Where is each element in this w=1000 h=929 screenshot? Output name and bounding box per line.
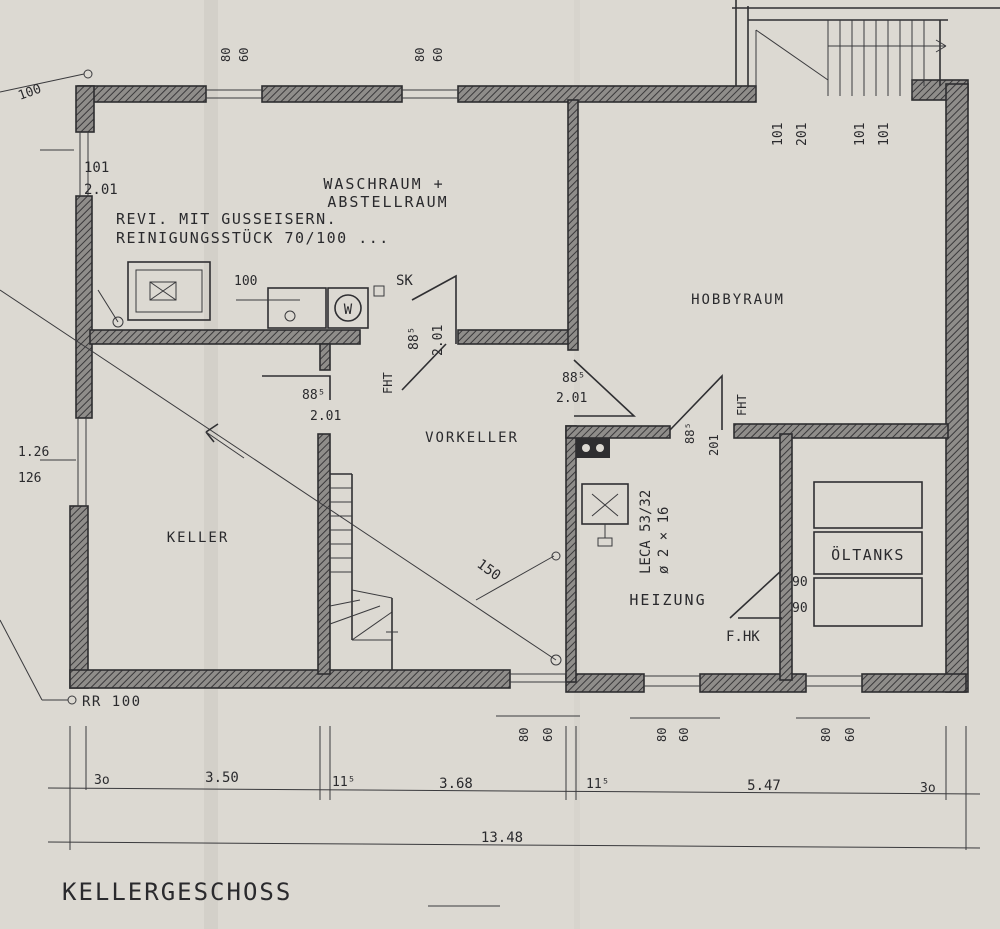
boiler-pipe-label: ø 2 × 16 xyxy=(656,507,672,574)
shaft-box xyxy=(127,261,211,321)
wall-int-hobby-bottom xyxy=(733,423,949,439)
window-left2-b: 126 xyxy=(18,471,41,486)
vorkeller-label: VORKELLER xyxy=(425,430,519,446)
dim-keller-width: 3.50 xyxy=(205,770,239,786)
window-bottom2-a: 80 xyxy=(655,728,669,742)
door4-type: FHT xyxy=(735,394,749,416)
dim-inner-wall-1: 11⁵ xyxy=(332,775,355,790)
window-top1-b: 60 xyxy=(237,48,251,62)
wall-bottom-4 xyxy=(861,673,967,693)
wall-top-3 xyxy=(457,85,757,103)
dim-inner-wall-2: 11⁵ xyxy=(586,777,609,792)
washer-label: W xyxy=(344,302,353,318)
window-left1-a: 101 xyxy=(84,160,109,176)
section-line xyxy=(0,69,562,705)
dimension-lines xyxy=(40,149,981,907)
window-bottom3-a: 80 xyxy=(819,728,833,742)
door1-height: 2.01 xyxy=(431,325,446,356)
window-top1-a: 80 xyxy=(219,48,233,62)
wall-int-wasch-bottom-2 xyxy=(457,329,577,345)
washing-machine xyxy=(327,287,369,329)
wall-right xyxy=(945,83,969,693)
oil-tanks xyxy=(813,481,923,627)
door3-height: 2.01 xyxy=(556,391,587,406)
boiler-label: LECA 53/32 xyxy=(638,490,654,574)
wall-left-2 xyxy=(75,195,93,419)
window-top2-b: 60 xyxy=(431,48,445,62)
washroom-fixtures: W xyxy=(97,261,385,329)
stair-door-c: 101 xyxy=(853,123,868,146)
dim-wall-left: 3o xyxy=(94,773,110,788)
abstellraum-label: ABSTELLRAUM xyxy=(327,193,448,211)
stair-door-b: 201 xyxy=(795,123,810,146)
revi-note-line1: REVI. MIT GUSSEISERN. xyxy=(116,210,337,228)
door4-height: 201 xyxy=(707,434,721,456)
wall-top-2 xyxy=(261,85,403,103)
exterior-stair xyxy=(732,0,1000,100)
paper-fold xyxy=(204,0,218,929)
walls xyxy=(69,79,969,693)
stair-door-d: 101 xyxy=(877,123,892,146)
drain-label: RR 100 xyxy=(82,694,142,710)
stair-length-label: 150 xyxy=(474,556,504,584)
wall-int-heizung-top xyxy=(565,425,671,439)
window-top2-a: 80 xyxy=(413,48,427,62)
door-swings xyxy=(262,274,783,619)
interior-stair xyxy=(329,473,398,670)
wall-bottom-2 xyxy=(565,673,645,693)
dim-vorkeller-width: 3.68 xyxy=(439,776,473,792)
door4-width: 88⁵ xyxy=(683,422,697,444)
wall-int-v1 xyxy=(567,99,579,351)
plan-title: KELLERGESCHOSS xyxy=(62,878,292,906)
window-bottom3-b: 60 xyxy=(843,728,857,742)
dim-east-width: 5.47 xyxy=(747,778,781,794)
wall-top-1 xyxy=(77,85,207,103)
oeltanks-label: ÖLTANKS xyxy=(831,545,905,564)
window-left2-a: 1.26 xyxy=(18,445,49,460)
dim-total: 13.48 xyxy=(481,830,523,846)
window-bottom1-b: 60 xyxy=(541,728,555,742)
wall-left-1 xyxy=(75,85,95,133)
window-left1-b: 2.01 xyxy=(84,182,118,198)
window-openings xyxy=(77,89,862,687)
wall-int-heizung-left xyxy=(565,425,577,683)
wall-int-keller-stub xyxy=(319,343,331,371)
door2-width: 88⁵ xyxy=(302,388,325,403)
door5-height: 90 xyxy=(792,601,808,616)
window-bottom2-b: 60 xyxy=(677,728,691,742)
pipe-top-left-label: 100 xyxy=(16,82,43,104)
door1-type: FHT xyxy=(381,372,395,394)
keller-label: KELLER xyxy=(167,530,230,546)
sk-label: SK xyxy=(396,273,413,289)
revi-note-line2: REINIGUNGSSTÜCK 70/100 ... xyxy=(116,228,390,247)
door2-height: 2.01 xyxy=(310,409,341,424)
dim-wall-right: 3o xyxy=(920,781,936,796)
hobbyraum-label: HOBBYRAUM xyxy=(691,292,785,308)
waschraum-label: WASCHRAUM + xyxy=(323,175,444,193)
fhk-label: F.HK xyxy=(726,629,760,645)
wall-int-keller-right xyxy=(317,433,331,675)
window-bottom1-a: 80 xyxy=(517,728,531,742)
door1-width: 88⁵ xyxy=(407,327,422,350)
paper-fold xyxy=(574,0,580,929)
wall-bottom-1 xyxy=(69,669,511,689)
burner-block xyxy=(576,438,610,458)
wall-int-wasch-bottom xyxy=(89,329,361,345)
plan-labels: WASCHRAUM + ABSTELLRAUM REVI. MIT GUSSEI… xyxy=(16,48,935,906)
door5-width: 90 xyxy=(792,575,808,590)
sink-width-label: 100 xyxy=(234,274,257,289)
door3-width: 88⁵ xyxy=(562,371,585,386)
heizung-label: HEIZUNG xyxy=(629,591,706,609)
wall-int-tank-left xyxy=(779,433,793,681)
heating-fixtures xyxy=(576,438,629,547)
boiler xyxy=(581,483,629,525)
sink xyxy=(267,287,327,329)
stair-door-a: 101 xyxy=(771,123,786,146)
wall-left-3 xyxy=(69,505,89,689)
